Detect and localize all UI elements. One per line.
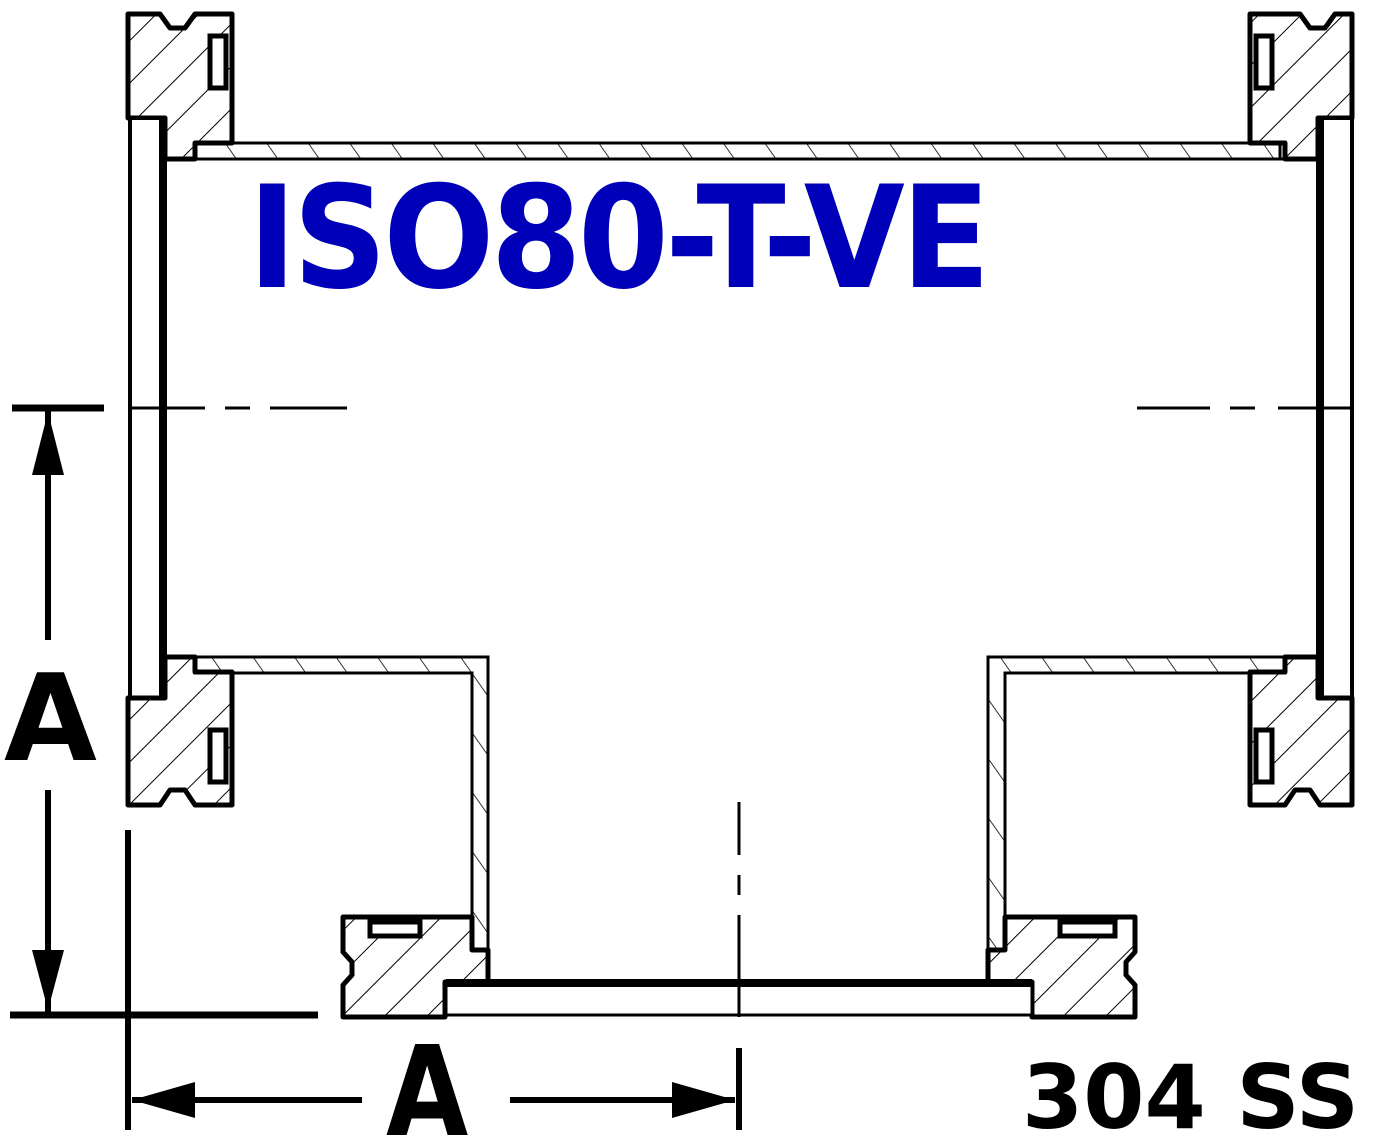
horizontal-dimension-label: A bbox=[386, 1020, 469, 1147]
material-label: 304 SS bbox=[1022, 1046, 1360, 1147]
part-number-title: ISO80-T-VE bbox=[248, 156, 990, 321]
vertical-dimension-label: A bbox=[4, 650, 97, 789]
main-tube-top-wall bbox=[165, 141, 1320, 161]
horizontal-dimension bbox=[125, 830, 742, 1130]
vertical-dimension bbox=[10, 404, 318, 1019]
